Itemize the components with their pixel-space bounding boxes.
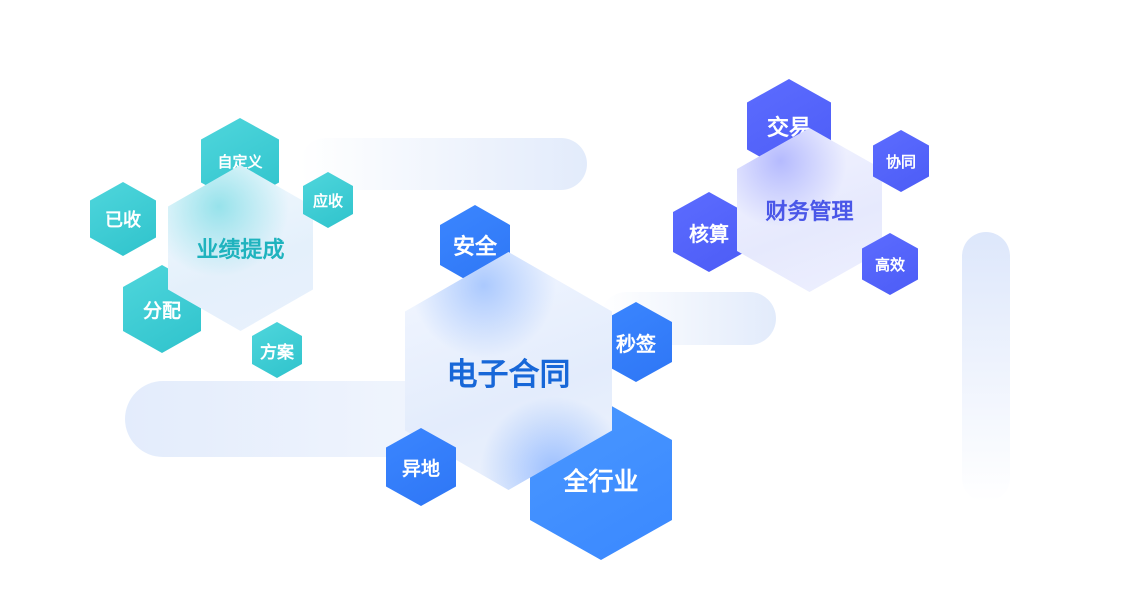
tag-receivable: 应收 — [303, 172, 353, 228]
tag-received: 已收 — [90, 182, 156, 256]
tag-custom-label: 自定义 — [217, 152, 263, 171]
node-performance-commission-label: 业绩提成 — [196, 238, 285, 263]
tag-remote-label: 异地 — [401, 457, 440, 480]
tag-receivable-label: 应收 — [312, 191, 343, 210]
tag-received-label: 已收 — [105, 210, 141, 231]
tag-all-industry-label: 全行业 — [563, 467, 639, 496]
tag-instant-sign-label: 秒签 — [616, 331, 656, 356]
decor-bar-vertical-right — [962, 232, 1010, 502]
tag-accounting: 核算 — [673, 192, 745, 272]
node-financial-management: 财务管理 — [737, 128, 882, 292]
tag-distribute-label: 分配 — [142, 299, 181, 322]
tag-plan: 方案 — [252, 322, 302, 378]
node-financial-management-label: 财务管理 — [765, 200, 854, 225]
decor-bar-top-left — [300, 138, 587, 190]
node-electronic-contract-label: 电子合同 — [446, 356, 571, 393]
tag-collaboration-label: 协同 — [885, 152, 916, 171]
tag-instant-sign: 秒签 — [600, 302, 672, 382]
tag-efficient-label: 高效 — [874, 255, 905, 274]
tag-accounting-label: 核算 — [689, 221, 729, 246]
tag-plan-label: 方案 — [260, 342, 294, 363]
decor-bar-bottom-left — [125, 381, 445, 457]
tag-security-label: 安全 — [452, 235, 497, 260]
